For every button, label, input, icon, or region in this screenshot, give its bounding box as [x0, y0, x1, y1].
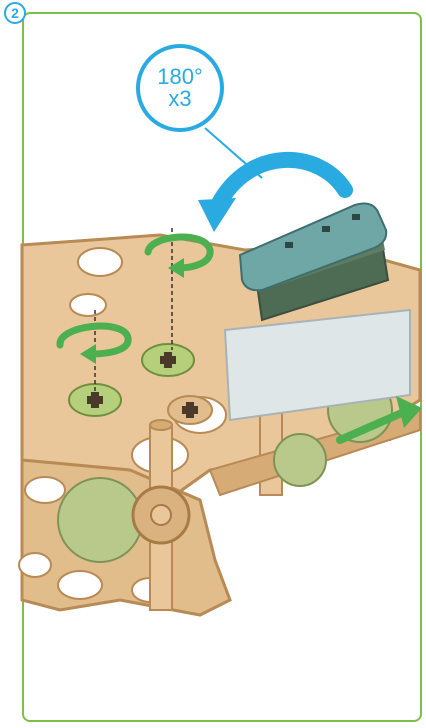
green-disc-1: [142, 344, 194, 376]
rotation-repeat: x3: [168, 88, 191, 110]
cross-hole-disc: [168, 396, 212, 424]
rotation-callout: 180° x3: [136, 44, 224, 132]
rotation-angle: 180°: [157, 66, 203, 88]
